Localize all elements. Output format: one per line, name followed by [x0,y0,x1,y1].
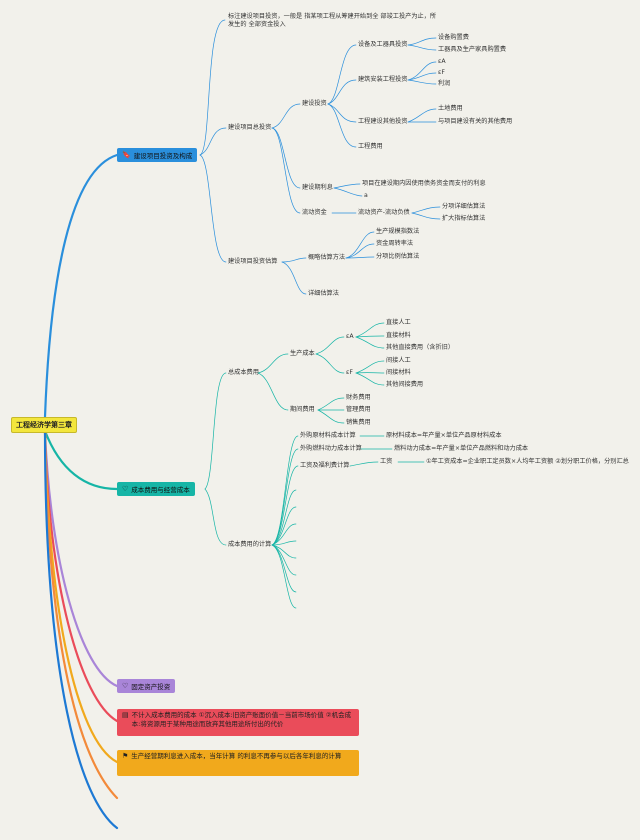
document-icon: ▤ [122,711,129,719]
node-ea[interactable]: εA [438,58,446,65]
node-wage-formula[interactable]: ①年工资成本=企业职工定员数×人均年工资额 ②划分职工价格，分别汇总 [426,458,629,465]
node-wages[interactable]: 工资 [380,458,393,465]
heart-icon: ♡ [122,682,129,690]
node-installation-investment[interactable]: 建筑安装工程投资 [358,76,408,83]
root-node[interactable]: 工程经济学第三章 [11,417,77,433]
node-indirect-materials[interactable]: 间接材料 [386,369,411,376]
node-related-costs[interactable]: 与项目建设有关的其他费用 [438,118,513,125]
heart-icon: ♡ [122,485,129,493]
node-financial-expenses[interactable]: 财务费用 [346,394,371,401]
blue-tree-connectors [199,19,441,295]
branch-fixed-assets-label: 固定资产投资 [131,683,171,691]
node-construction-interest[interactable]: 建设期利息 [302,184,333,191]
node-tools-furniture[interactable]: 工器具及生产家具购置费 [438,46,507,53]
node-turnover-rate[interactable]: 资金周转率法 [376,240,414,247]
node-detailed-item-estimation[interactable]: 分项详细估算法 [442,203,486,210]
branch-excluded-costs-label: 不计入成本费用的成本 ①沉入成本:旧资产账面价值－当前市场价值 ②机会成本:将资… [131,711,352,728]
node-construction-investment[interactable]: 建设投资 [302,100,327,107]
node-management-expenses[interactable]: 管理费用 [346,406,371,413]
node-ratio-estimation[interactable]: 分项比例估算法 [376,253,420,260]
node-cost-ea[interactable]: εA [346,333,354,340]
node-detailed-estimation[interactable]: 详细估算法 [308,290,339,297]
node-other-investment[interactable]: 工程建设其他投资 [358,118,408,125]
node-cost-calculation[interactable]: 成本费用的计算 [228,541,272,548]
node-profit[interactable]: 利润 [438,80,451,87]
node-fuel-power-formula[interactable]: 燃料动力成本=年产量×单位产品燃料和动力成本 [394,445,529,452]
root-connectors [43,153,119,830]
node-scale-index[interactable]: 生产规模指数法 [376,228,420,235]
node-interest-definition[interactable]: 项目在建设期内因使用债务资金而支付的利息 [362,180,486,187]
flag-icon: ⚑ [122,752,129,760]
node-total-cost[interactable]: 总成本费用 [228,369,259,376]
node-land-cost[interactable]: 土地费用 [438,105,463,112]
node-equipment-purchase[interactable]: 设备购置费 [438,34,469,41]
node-cost-ef[interactable]: εF [346,369,353,376]
node-wage-welfare-calc[interactable]: 工资及福利费计算 [300,462,350,469]
branch-investment-label: 建设项目投资及构成 [133,152,193,160]
bookmark-icon: 🔖 [122,151,131,159]
node-total-investment[interactable]: 建设项目总投资 [228,124,272,131]
branch-cost-label: 成本费用与经营成本 [131,486,190,494]
teal-tree-connectors [204,322,425,609]
node-direct-labor[interactable]: 直接人工 [386,319,411,326]
node-other-indirect[interactable]: 其他间接费用 [386,381,424,388]
node-rough-estimation[interactable]: 概略估算方法 [308,254,346,261]
node-raw-material-formula[interactable]: 原材料成本=年产量×单位产品原材料成本 [386,432,502,439]
investment-definition[interactable]: 标注建设项目投资，一般是 指某项工程从筹建开始到全 部竣工投产为止，所发生的 全… [228,13,437,28]
node-fuel-power-calc[interactable]: 外购燃料动力成本计算 [300,445,362,452]
branch-interest[interactable]: ⚑ 生产经营期利息进入成本，当年计算 的利息不再参与以后各年利息的计算 [117,750,359,776]
node-production-cost[interactable]: 生产成本 [290,350,315,357]
branch-fixed-assets[interactable]: ♡ 固定资产投资 [117,679,176,693]
node-equipment-investment[interactable]: 设备及工器具投资 [358,41,408,48]
node-current-assets-liabilities[interactable]: 流动资产-流动负债 [358,209,410,216]
node-engineering-cost[interactable]: 工程费用 [358,143,383,150]
node-investment-estimation[interactable]: 建设项目投资估算 [228,258,278,265]
node-a[interactable]: a [364,192,368,199]
node-other-direct[interactable]: 其他直接费用（含折旧） [386,344,455,351]
node-expanded-index-estimation[interactable]: 扩大指标估算法 [442,215,486,222]
branch-investment[interactable]: 🔖 建设项目投资及构成 [117,148,198,162]
node-working-capital[interactable]: 流动资金 [302,209,327,216]
node-ef[interactable]: εF [438,69,445,76]
node-raw-material-calc[interactable]: 外购原材料成本计算 [300,432,356,439]
node-indirect-labor[interactable]: 间接人工 [386,357,411,364]
node-direct-materials[interactable]: 直接材料 [386,332,411,339]
node-period-expenses[interactable]: 期间费用 [290,406,315,413]
branch-excluded-costs[interactable]: ▤ 不计入成本费用的成本 ①沉入成本:旧资产账面价值－当前市场价值 ②机会成本:… [117,709,359,736]
branch-interest-label: 生产经营期利息进入成本，当年计算 的利息不再参与以后各年利息的计算 [131,752,342,760]
node-sales-expenses[interactable]: 销售费用 [346,419,371,426]
branch-cost[interactable]: ♡ 成本费用与经营成本 [117,482,195,496]
